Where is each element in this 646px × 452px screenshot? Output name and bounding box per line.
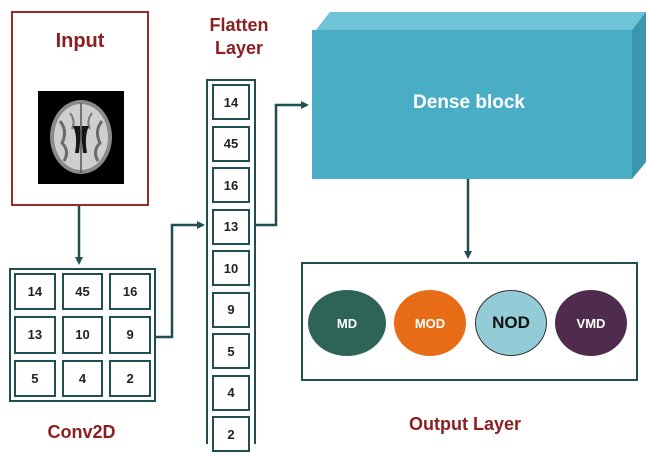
flatten-layer-title: Flatten Layer xyxy=(194,14,284,60)
class-mod-circle: MOD xyxy=(394,290,466,356)
dense-block-label: Dense block xyxy=(413,92,525,113)
flatten-cell: 14 xyxy=(212,84,250,120)
conv2d-cell: 13 xyxy=(14,316,56,354)
conv2d-cell: 2 xyxy=(109,359,151,397)
arrow-flatten-to-dense xyxy=(256,101,309,227)
output-layer-box: MD MOD NOD VMD xyxy=(301,262,638,381)
conv2d-cell: 16 xyxy=(109,273,151,311)
brain-mri-image xyxy=(38,91,124,184)
brain-mri-icon xyxy=(38,91,124,184)
flatten-title-line1: Flatten xyxy=(209,15,269,35)
arrow-conv-to-flatten xyxy=(156,221,205,339)
input-box xyxy=(11,11,149,206)
dense-block-side xyxy=(632,12,646,179)
flatten-title-line2: Layer xyxy=(214,38,264,58)
flatten-cell: 4 xyxy=(212,374,250,411)
class-md-label: MD xyxy=(336,315,358,331)
class-md-circle: MD xyxy=(308,290,386,356)
class-nod-circle: NOD xyxy=(475,290,547,356)
conv2d-cell: 10 xyxy=(61,316,104,354)
flatten-cell: 5 xyxy=(212,333,250,369)
output-layer-title: Output Layer xyxy=(408,414,521,434)
flatten-cell: 16 xyxy=(212,167,250,203)
dense-block-top-face xyxy=(316,12,646,30)
conv2d-cell: 9 xyxy=(109,316,151,354)
flatten-cell: 10 xyxy=(212,250,250,286)
conv2d-cell: 45 xyxy=(61,273,104,311)
conv2d-cell: 14 xyxy=(14,273,56,311)
input-title: Input xyxy=(55,30,105,52)
conv2d-cell: 5 xyxy=(14,359,56,397)
class-vmd-circle: VMD xyxy=(555,290,627,356)
flatten-cell: 9 xyxy=(212,291,250,328)
conv2d-title: Conv2D xyxy=(47,422,116,442)
class-nod-label: NOD xyxy=(492,313,530,332)
class-mod-label: MOD xyxy=(414,315,446,331)
dense-block-front xyxy=(312,30,632,179)
conv2d-cell: 4 xyxy=(61,359,104,397)
class-vmd-label: VMD xyxy=(576,315,606,331)
flatten-cell: 13 xyxy=(212,208,250,245)
flatten-cell: 45 xyxy=(212,125,250,162)
